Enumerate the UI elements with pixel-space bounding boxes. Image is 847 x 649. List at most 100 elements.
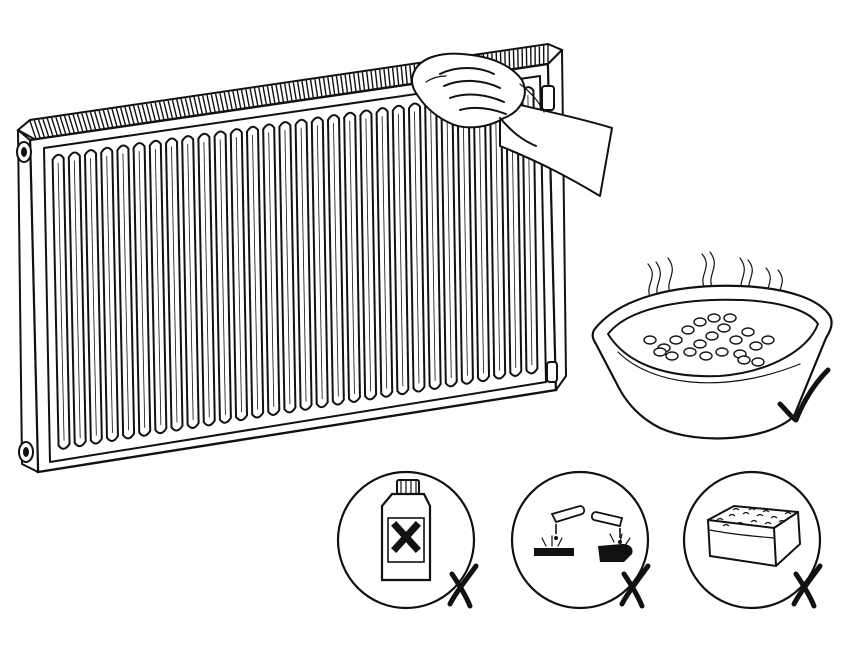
grille-slat	[344, 74, 349, 93]
grille-slat	[193, 96, 199, 116]
soap-bubble	[705, 331, 719, 341]
soap-bubble	[693, 317, 707, 327]
grille-slat	[275, 84, 280, 104]
grille-slat	[288, 82, 293, 102]
corrosive-hazard-icon	[534, 505, 633, 562]
grille-slat	[176, 99, 182, 118]
grille-slat	[357, 72, 361, 91]
grille-slat	[158, 101, 165, 121]
grille-slat	[279, 84, 285, 103]
grille-slat	[309, 79, 315, 98]
grille-slat	[353, 73, 357, 92]
grille-slat	[387, 68, 391, 87]
sponge-texture	[716, 517, 724, 521]
grille-slat	[236, 90, 242, 109]
grille-slat	[81, 113, 88, 132]
grille-slat	[94, 111, 101, 130]
grille-slat	[253, 87, 259, 107]
radiator-fin-line	[219, 139, 226, 415]
grille-slat	[167, 100, 174, 119]
grille-slat	[102, 110, 110, 129]
sponge-texture	[764, 521, 772, 525]
sponge-texture	[742, 511, 750, 515]
radiator-right-bracket-icon	[541, 85, 558, 383]
radiator-fin-line	[462, 104, 468, 376]
radiator-fins	[51, 86, 539, 450]
radiator-top-valve-icon	[16, 141, 32, 163]
soap-bubble	[741, 327, 755, 337]
soap-bubble	[715, 347, 729, 357]
grille-slat	[150, 103, 157, 122]
grille-slat	[223, 92, 229, 111]
radiator-icon	[16, 42, 567, 474]
radiator-fin-line	[268, 132, 275, 407]
grille-slat	[163, 101, 169, 120]
grille-slat	[68, 115, 76, 134]
grille-slat	[292, 82, 297, 101]
grille-slat	[214, 93, 221, 112]
grille-slat	[107, 109, 114, 128]
grille-slat	[283, 83, 289, 102]
grille-slat	[383, 68, 387, 88]
grille-slat	[59, 116, 67, 135]
soap-bubble	[643, 335, 657, 345]
soap-bubble	[693, 339, 707, 349]
grille-slat	[72, 114, 80, 133]
sponge-texture	[778, 519, 786, 523]
sponge-texture	[736, 521, 744, 525]
grille-slat	[361, 72, 366, 91]
radiator-fin-line	[430, 109, 436, 381]
soap-bubble	[681, 325, 695, 335]
grille-slat	[249, 88, 255, 107]
radiator-fin-line	[333, 123, 339, 397]
grille-slat	[331, 76, 336, 95]
grille-slat	[374, 70, 379, 89]
radiator-fin-line	[414, 111, 420, 384]
grille-slat	[137, 104, 144, 124]
sponge-texture	[784, 511, 792, 515]
grille-slat	[210, 94, 216, 113]
grille-slat	[314, 79, 319, 98]
radiator-fin-line	[446, 106, 452, 379]
sponge-texture	[732, 507, 740, 511]
sponge-texture	[756, 513, 764, 517]
soap-bubble	[737, 355, 751, 365]
soap-bubbles-icon	[643, 313, 775, 367]
grille-slat	[271, 85, 276, 104]
grille-slat	[145, 103, 152, 123]
radiator-fin-line	[122, 153, 129, 431]
grille-slat	[340, 75, 344, 94]
grille-slat	[335, 75, 340, 95]
grille-slat	[154, 102, 161, 121]
grille-slat	[305, 80, 310, 99]
solvent-bottle-icon	[380, 479, 432, 582]
grille-slat	[111, 108, 118, 128]
radiator-fin-line	[235, 137, 242, 413]
grille-slat	[46, 118, 54, 137]
grille-slat	[258, 87, 263, 106]
soap-bubble	[707, 313, 721, 323]
grille-slat	[400, 66, 404, 85]
grille-slat	[119, 107, 127, 126]
radiator-fin-line	[397, 113, 404, 387]
hand-wiping-cloth-icon	[410, 52, 613, 197]
sponge-texture	[748, 507, 756, 511]
grille-slat	[240, 89, 246, 109]
grille-slat	[348, 74, 353, 93]
soap-bubble	[751, 357, 765, 367]
grille-slat	[201, 95, 208, 114]
grille-slat	[55, 116, 63, 136]
cross-mark-icon	[619, 563, 651, 609]
sponge-texture	[750, 519, 758, 523]
radiator-fin-line	[57, 162, 65, 441]
grille-slat	[227, 91, 233, 111]
grille-slat	[327, 77, 332, 96]
grille-slat	[366, 71, 370, 90]
grille-slat	[318, 78, 323, 97]
soap-bubble	[729, 335, 743, 345]
grille-slat	[76, 113, 84, 133]
soap-bubble	[669, 335, 683, 345]
grille-slat	[124, 106, 131, 126]
grille-slat	[404, 65, 408, 84]
radiator-fin-line	[154, 148, 162, 426]
